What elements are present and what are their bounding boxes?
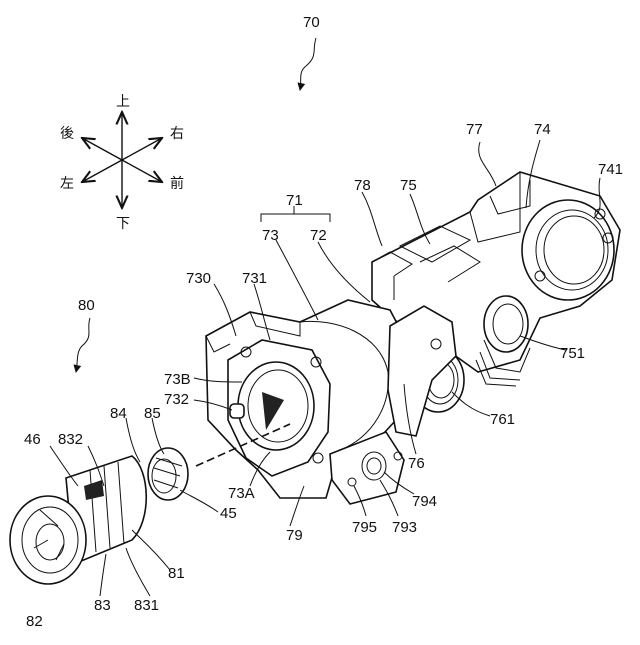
label-70: 70 <box>303 14 320 31</box>
label-761: 761 <box>490 411 515 428</box>
label-84: 84 <box>110 405 127 422</box>
label-73A: 73A <box>228 485 255 502</box>
label-75: 75 <box>400 177 417 194</box>
bracket-71 <box>261 214 330 222</box>
label-793: 793 <box>392 519 417 536</box>
label-794: 794 <box>412 493 437 510</box>
leader-80 <box>76 318 90 372</box>
direction-front: 前 <box>170 175 184 192</box>
label-73B: 73B <box>164 371 191 388</box>
label-79: 79 <box>286 527 303 544</box>
label-45: 45 <box>220 505 237 522</box>
label-72: 72 <box>310 227 327 244</box>
left-arrow <box>82 160 122 182</box>
label-832: 832 <box>58 431 83 448</box>
label-78: 78 <box>354 177 371 194</box>
direction-up: 上 <box>116 94 130 110</box>
label-85: 85 <box>144 405 161 422</box>
label-741: 741 <box>598 161 623 178</box>
direction-down: 下 <box>116 216 130 232</box>
leader-70 <box>300 38 316 90</box>
label-731: 731 <box>242 270 267 287</box>
label-76: 76 <box>408 455 425 472</box>
right-arrow <box>122 138 162 160</box>
label-74: 74 <box>534 121 551 138</box>
label-732: 732 <box>164 391 189 408</box>
direction-indicator: 上 下 後 右 左 前 <box>60 94 184 232</box>
label-73: 73 <box>262 227 279 244</box>
direction-left: 左 <box>60 176 74 192</box>
valve-cartridge <box>10 448 188 584</box>
label-83: 83 <box>94 597 111 614</box>
label-71: 71 <box>286 192 303 209</box>
label-46: 46 <box>24 431 41 448</box>
direction-back: 後 <box>60 126 74 142</box>
label-831: 831 <box>134 597 159 614</box>
main-body <box>206 300 456 504</box>
direction-right: 右 <box>170 126 184 142</box>
back-arrow <box>82 138 122 160</box>
label-751: 751 <box>560 345 585 362</box>
label-82: 82 <box>26 613 43 630</box>
label-730: 730 <box>186 270 211 287</box>
label-77: 77 <box>466 121 483 138</box>
label-795: 795 <box>352 519 377 536</box>
front-arrow <box>122 160 162 182</box>
label-81: 81 <box>168 565 185 582</box>
label-80: 80 <box>78 297 95 314</box>
